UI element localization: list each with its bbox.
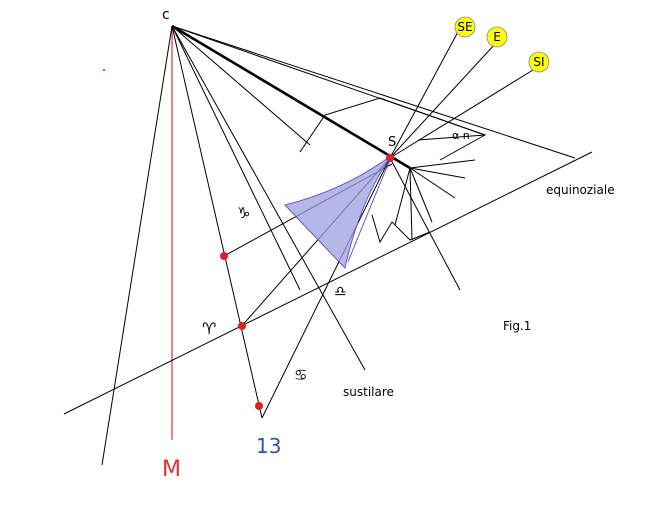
- line-s-to-hour13: [261, 157, 391, 419]
- center-label: c: [162, 7, 170, 23]
- point-aries: [238, 322, 246, 330]
- line-to-si: [389, 69, 534, 159]
- fan-line-6: [394, 167, 411, 226]
- ray-mid-a: [171, 25, 301, 291]
- cancer-symbol: ♋: [294, 366, 307, 384]
- badge-se: SE: [454, 16, 476, 38]
- shadow-region: [284, 154, 393, 270]
- substyle-label: sustilare: [343, 385, 394, 399]
- point-style-foot: [386, 154, 394, 162]
- angle-label: α n: [452, 129, 470, 142]
- aries-symbol: ♈: [202, 319, 216, 338]
- gnomon-style: [171, 24, 411, 170]
- meridian-label: M: [162, 457, 181, 482]
- fan-line-4: [409, 167, 433, 223]
- ray-upper-a: [171, 25, 311, 146]
- ray-hour-13: [171, 25, 263, 419]
- fan-line-3: [409, 167, 456, 199]
- badge-e: E: [486, 26, 508, 48]
- badge-si: SI: [528, 51, 550, 73]
- point-cancer: [255, 402, 263, 410]
- line-to-se: [389, 29, 460, 159]
- capricorn-symbol: ♑: [237, 204, 250, 222]
- line-s-down-b: [389, 157, 461, 291]
- style-foot-label: S: [388, 135, 396, 150]
- badge-si-label: SI: [533, 55, 544, 69]
- point-capricorn: [220, 252, 228, 260]
- ray-upper-c: [171, 25, 576, 159]
- line-to-e: [389, 43, 496, 159]
- fan-line-2: [409, 167, 466, 179]
- shadow-region-edge: [347, 159, 391, 263]
- badge-se-label: SE: [457, 20, 472, 34]
- auxiliary-polygon-lower: [371, 214, 431, 244]
- stray-red-dot: [103, 69, 105, 71]
- badge-e-label: E: [493, 30, 501, 44]
- libra-symbol: ♎: [334, 284, 347, 300]
- fan-line-5: [409, 167, 413, 241]
- auxiliary-polygon-upper: [299, 97, 487, 161]
- angle-arc-base: [417, 134, 486, 141]
- figure-number: Fig.1: [503, 319, 531, 333]
- hour-label: 13: [256, 434, 281, 458]
- fan-line-1: [409, 159, 476, 169]
- ray-left: [101, 25, 173, 466]
- ray-substyle: [171, 25, 366, 371]
- equinoctial-label: equinoziale: [546, 183, 615, 197]
